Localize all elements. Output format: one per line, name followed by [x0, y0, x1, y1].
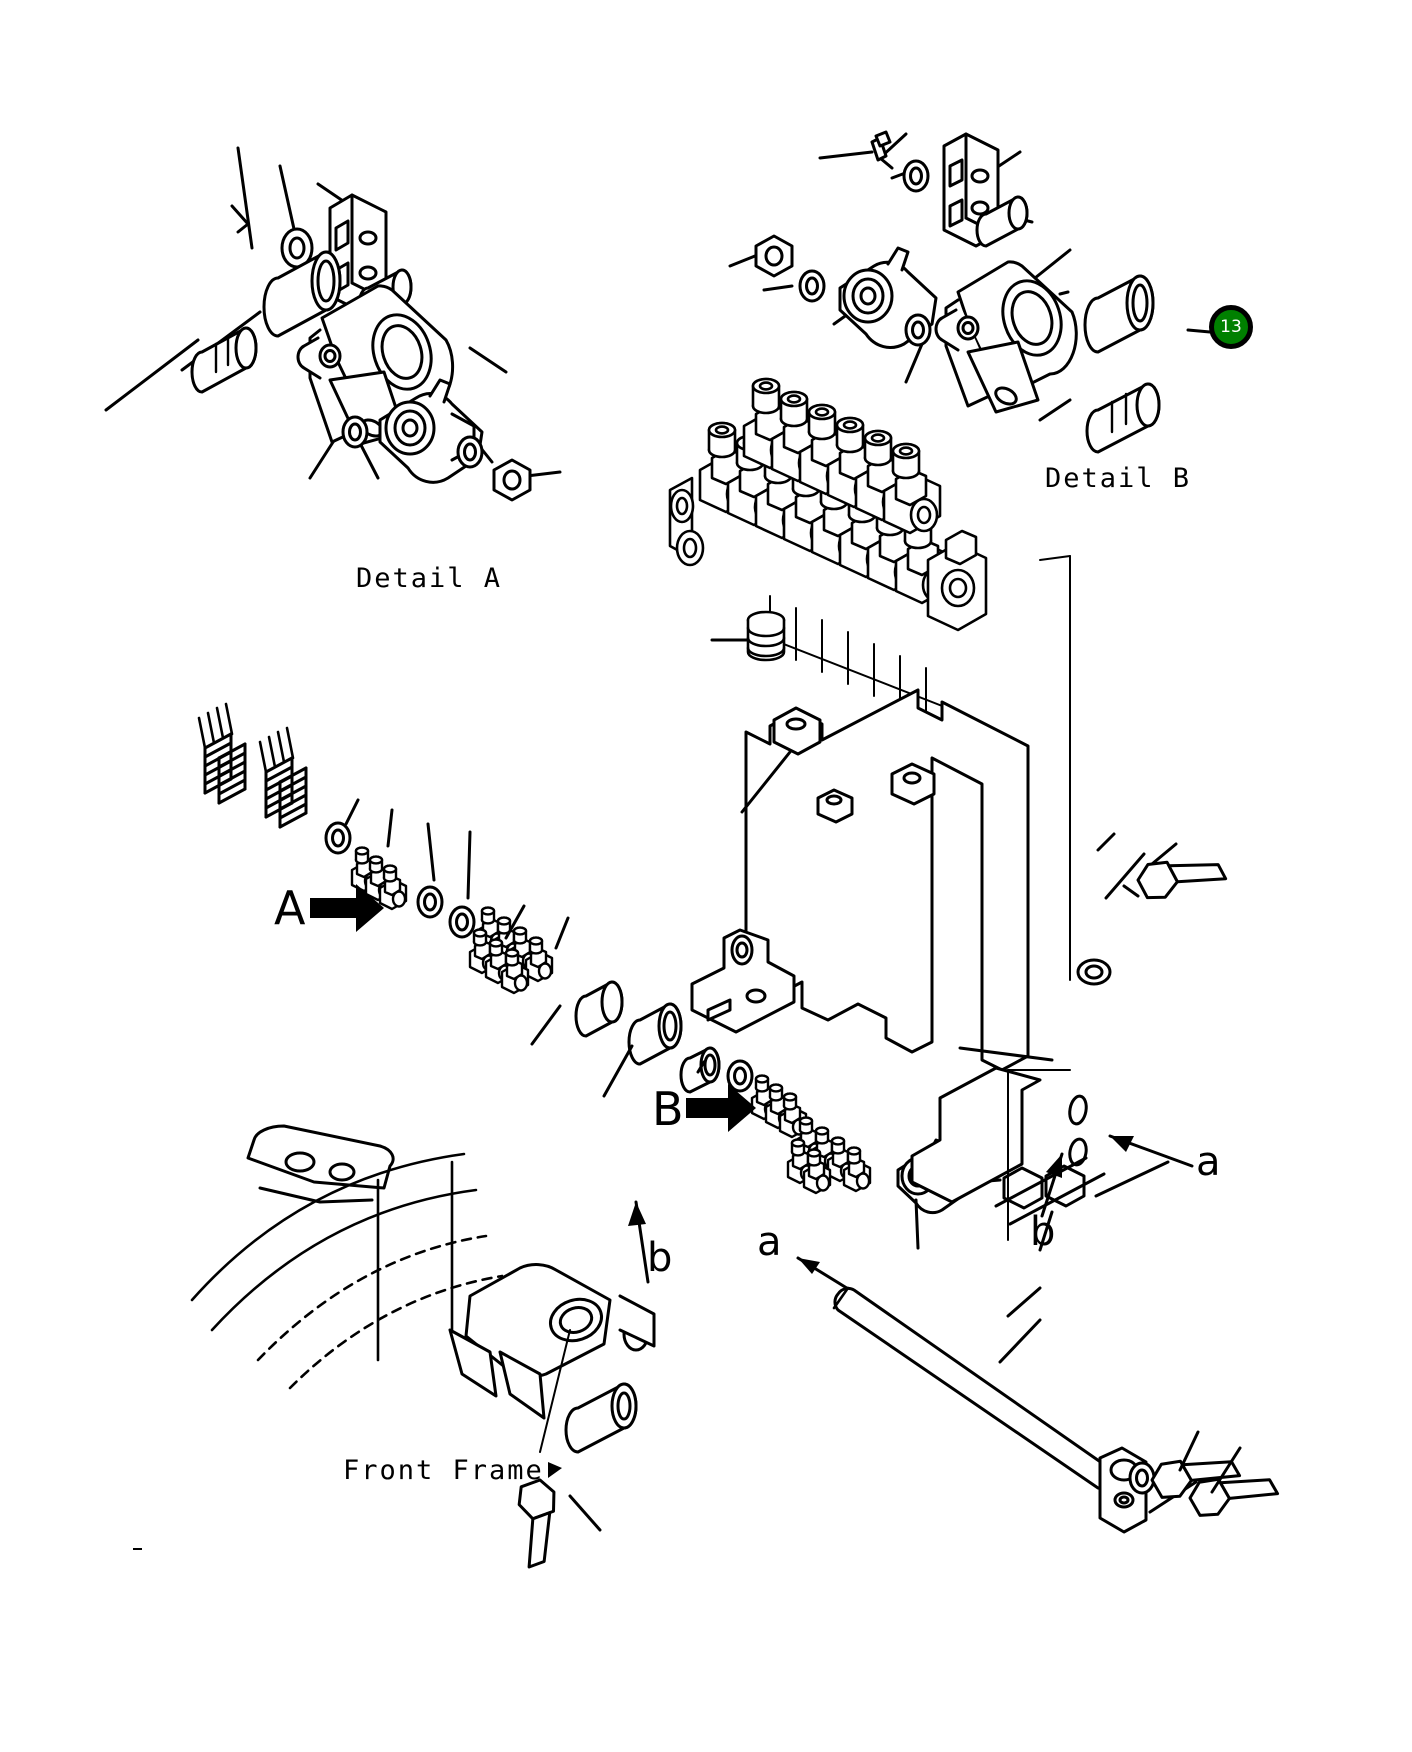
section-marker-a-letter: A [274, 881, 306, 935]
ref-letter-b-right: b [1030, 1209, 1056, 1255]
highlight-badge-number: 13 [1220, 317, 1242, 337]
ref-letter-a-right: a [1196, 1139, 1221, 1185]
hydraulic-valve-stack [668, 377, 1071, 981]
detail-b-caption: Detail B [1045, 463, 1192, 494]
front-frame-view [190, 1124, 656, 1569]
detail-b-group [728, 130, 1212, 454]
link-rod-assembly [796, 1256, 1280, 1535]
ref-letter-b-frame: b [647, 1235, 673, 1281]
detail-a-group [104, 146, 562, 502]
section-marker-b-letter: B [652, 1082, 684, 1136]
ref-letter-a-rod: a [757, 1219, 782, 1265]
ref-arrow-a-right [1108, 1134, 1194, 1168]
section-marker-b-arrow [686, 1084, 756, 1132]
ref-arrow-b-right [1040, 1152, 1064, 1218]
highlight-badge-13[interactable]: 13 [1209, 305, 1253, 349]
front-frame-caption: Front Frame [343, 1455, 544, 1486]
section-marker-a-arrow [310, 884, 384, 932]
mounting-frame [690, 688, 1228, 1318]
corner-registration-tick [133, 1548, 142, 1550]
detail-a-caption: Detail A [356, 563, 503, 594]
